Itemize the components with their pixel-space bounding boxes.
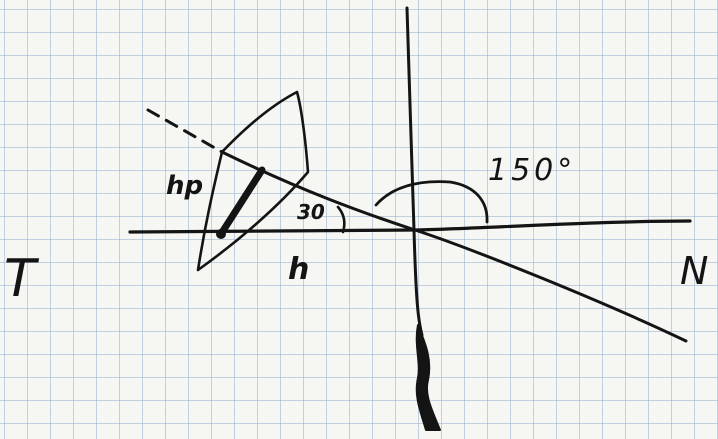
label-h: h — [288, 252, 309, 287]
vertical-axis-line — [405, 6, 424, 337]
cone-outline — [196, 90, 310, 272]
hp-stroke — [217, 166, 266, 238]
horizontal-axis-line — [128, 219, 692, 234]
angle-150-arc — [374, 180, 489, 224]
label-n: N — [680, 249, 708, 293]
angle-30-arc — [336, 205, 346, 234]
label-t: T — [4, 249, 40, 309]
label-angle-150: 150° — [488, 153, 576, 188]
label-angle-30: 30 — [297, 200, 325, 224]
inclined-line-dashed — [146, 108, 224, 154]
vertical-axis-thick-stroke — [415, 324, 441, 431]
hp-stroke-dot — [216, 229, 226, 239]
label-hp: hp — [166, 171, 203, 201]
inclined-line — [220, 150, 688, 343]
